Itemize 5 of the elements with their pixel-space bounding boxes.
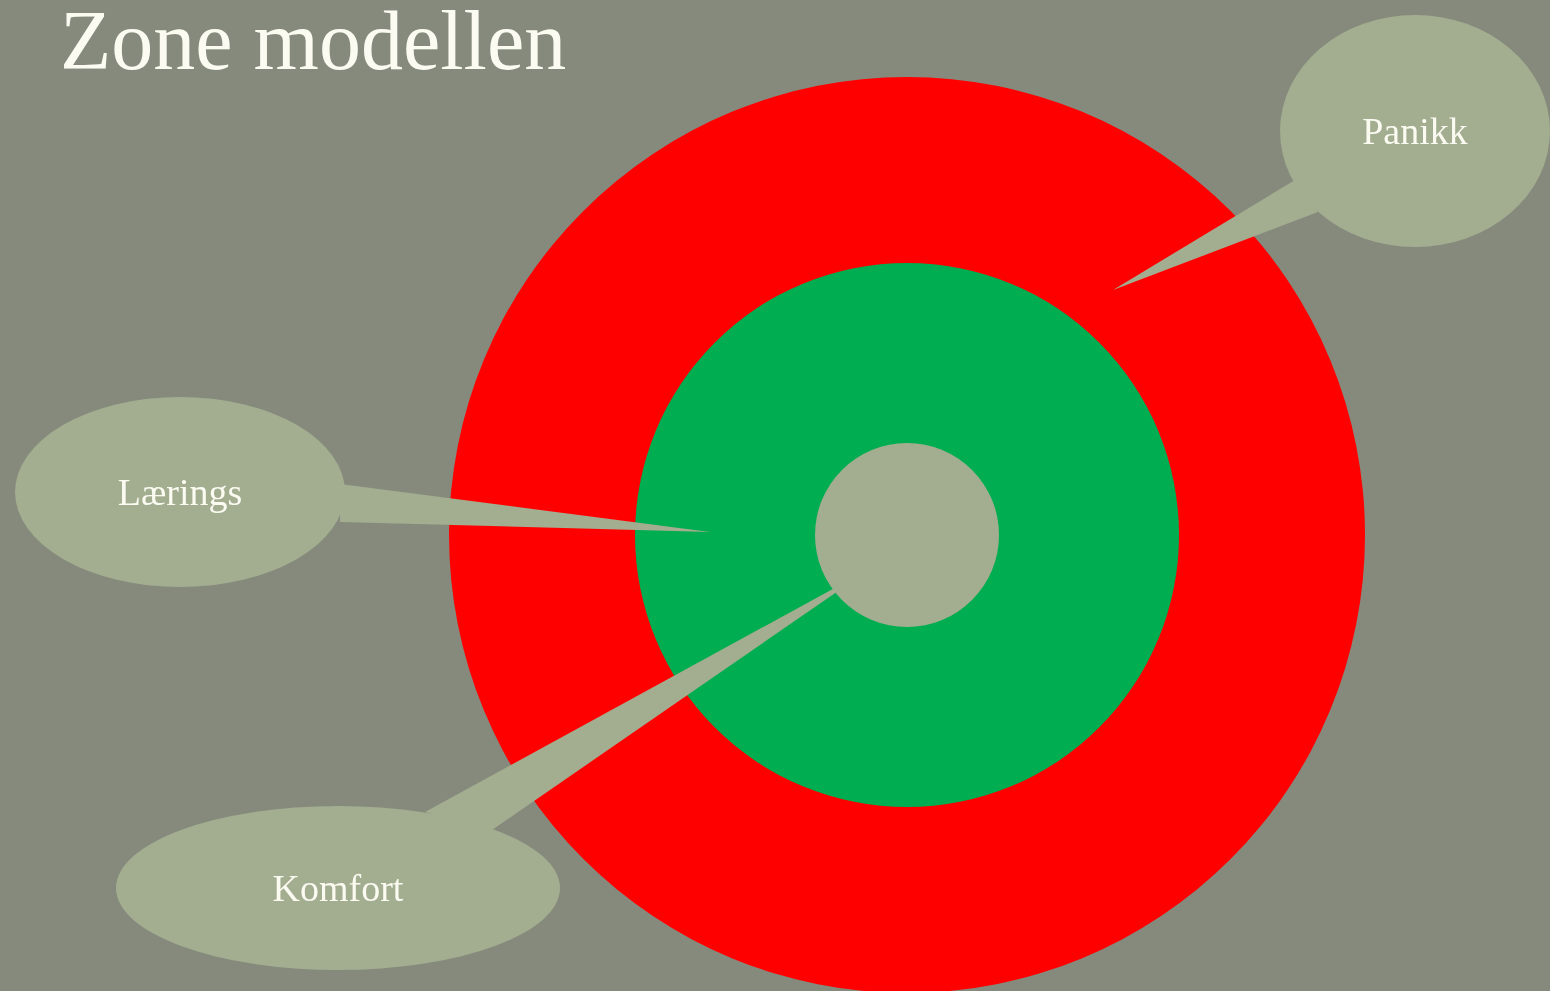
callout-text: Komfort xyxy=(272,866,404,910)
callout-text: Panikk xyxy=(1362,109,1468,153)
diagram-title: Zone modellen xyxy=(60,0,567,89)
callout-text: Lærings xyxy=(117,470,243,514)
leader-line xyxy=(1113,180,1318,290)
